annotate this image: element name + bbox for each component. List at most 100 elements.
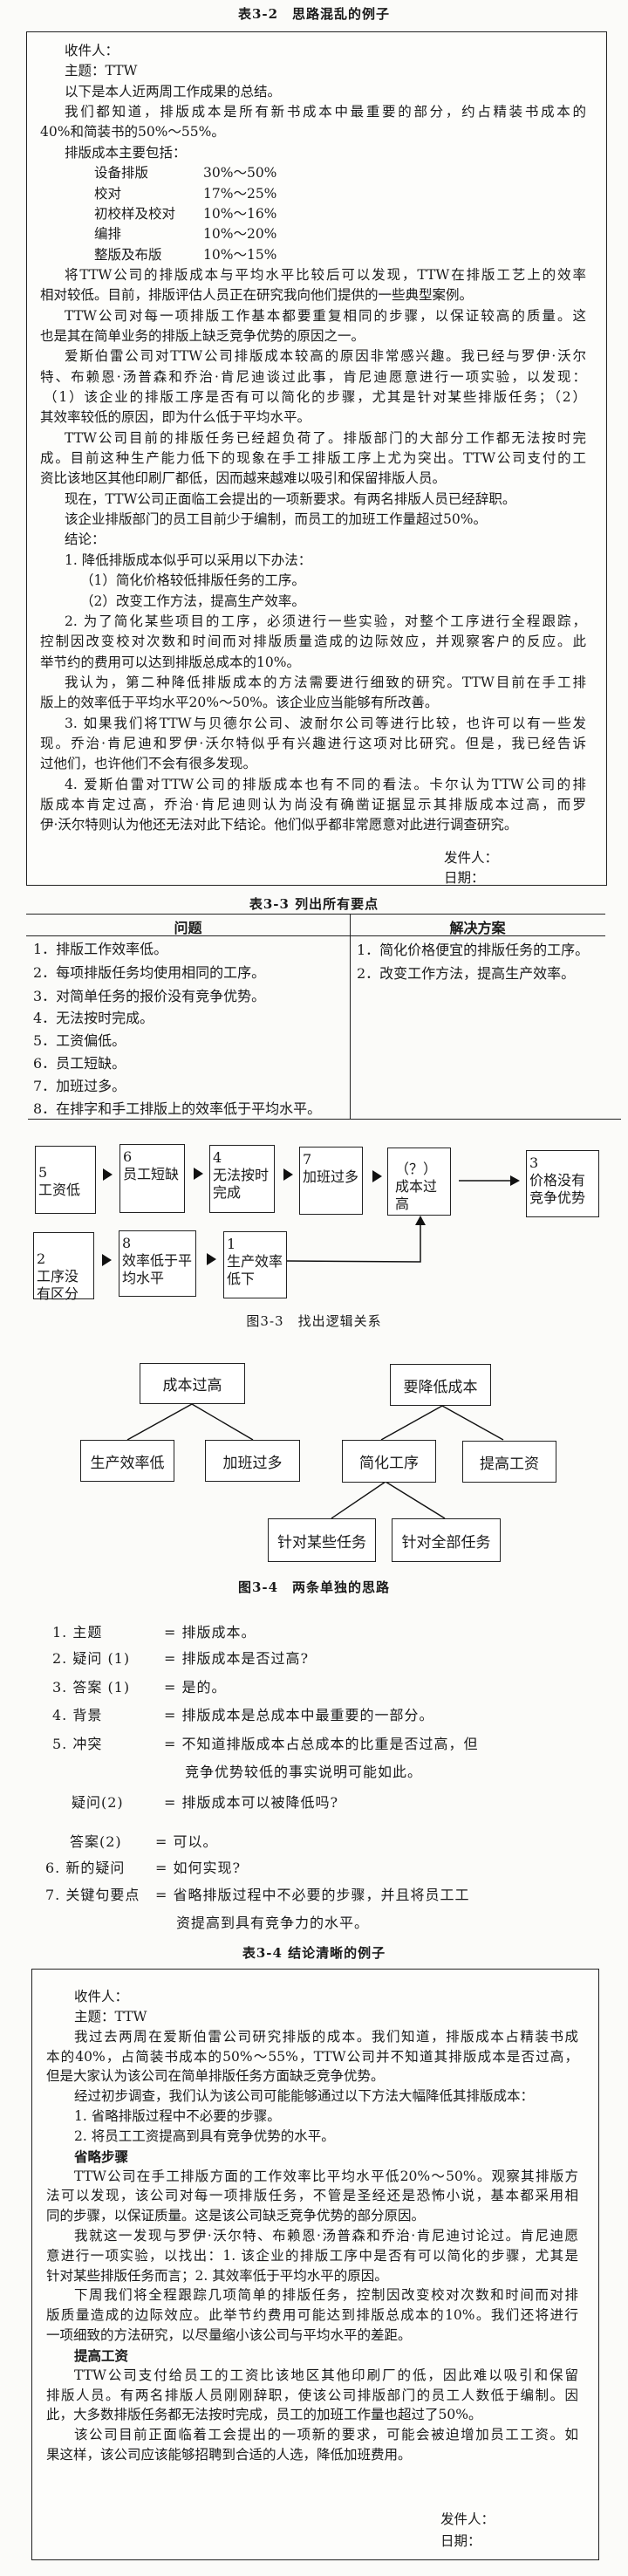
- cost-item-name: 编排: [94, 226, 122, 243]
- memo-line: 但是大家认为该公司在简单排版任务方面缺乏竞争优势。: [46, 2068, 385, 2085]
- table-3-3-caption: 表3-3 列出所有要点: [249, 896, 379, 912]
- figure-3-3-caption: 图3-3 找出逻辑关系: [246, 1313, 382, 1329]
- arrow-head-icon: [372, 1170, 382, 1182]
- memo-line: 控制因改变校对次数和时间而对排版质量造成的边际效应，并观察客户的反应。此: [40, 634, 586, 650]
- memo-line: 一项细致的方法研究，以尽量缩小该公司与平均水平的差距。: [46, 2327, 412, 2344]
- memo-line: 爱斯伯雷公司对TTW公司排版成本较高的原因非常感兴趣。我已经与罗伊·沃尔: [65, 348, 586, 365]
- table-header-solution: 解决方案: [449, 920, 506, 936]
- tree-node: 提高工资: [462, 1441, 556, 1483]
- memo-line: 资比该地区其他印刷厂都低，因而越来越难以吸引和保留排版人员。: [40, 470, 447, 487]
- memo-line: 意进行一项实验，以找出：1. 该企业的排版工序中是否有可以简化的步骤，尤其是: [46, 2247, 578, 2264]
- memo-line: 版质量造成的边际效应。此举节约费用可能达到排版总成本的10%。我们还将进行: [46, 2307, 578, 2324]
- flow-node-label: 工序没有区分: [37, 1268, 79, 1302]
- arrow-head-icon: [102, 1254, 112, 1266]
- tree-connector: [126, 1403, 193, 1441]
- tree-node: 加班过多: [205, 1440, 300, 1482]
- outline-value: = 可以。: [155, 1833, 218, 1850]
- cost-item-range: 17%～25%: [203, 185, 277, 202]
- memo-line: 主题：TTW: [74, 2008, 147, 2024]
- tree-node: 生产效率低: [80, 1440, 174, 1482]
- flow-node-number: 2: [37, 1250, 46, 1267]
- memo-line: 也是其在简单业务的排版上缺乏竞争优势的原因之一。: [40, 327, 365, 344]
- flow-node-number: 5: [38, 1164, 48, 1181]
- flow-node-label: 无法按时完成: [213, 1167, 270, 1201]
- outline-label: 6. 新的疑问: [45, 1860, 126, 1876]
- flow-node-label: 加班过多: [303, 1168, 359, 1185]
- flow-node-label: 价格没有竞争优势: [529, 1172, 586, 1206]
- outline-value: = 排版成本可以被降低吗?: [164, 1794, 339, 1811]
- memo-section-heading: 省略步骤: [74, 2148, 129, 2165]
- memo-line: 伊·沃尔特则认为他还无法对此下结论。他们似乎都非常愿意对此进行调查研究。: [40, 817, 518, 833]
- arrow-head-icon: [103, 1168, 113, 1181]
- problem-item: 1．排版工作效率低。: [33, 941, 168, 957]
- tree-connector: [380, 1405, 443, 1441]
- memo-line: 4. 爱斯伯雷对TTW公司的排版成本也有不同的看法。卡尔认为TTW公司的排: [65, 776, 586, 792]
- flow-node-number: 4: [213, 1149, 222, 1166]
- outline-value: = 省略排版过程中不必要的步骤，并且将员工工: [155, 1887, 470, 1903]
- memo-line: 主题：TTW: [65, 63, 138, 79]
- cost-item-range: 10%～20%: [203, 226, 277, 243]
- memo2-sender-label: 发件人：: [440, 2511, 495, 2527]
- outline-label: 5. 冲突: [52, 1736, 103, 1752]
- cost-item-name: 设备排版: [94, 165, 149, 182]
- cost-item-name: 初校样及校对: [94, 205, 176, 222]
- table-3-4-caption: 表3-4 结论清晰的例子: [242, 1945, 386, 1961]
- problem-item: 7．加班过多。: [33, 1078, 126, 1094]
- memo-line: TTW公司目前的排版任务已经超负荷了。排版部门的大部分工作都无法按时完: [65, 429, 586, 446]
- flow-node-label: 效率低于平均水平: [122, 1252, 193, 1286]
- table-header-problem: 问题: [174, 920, 202, 936]
- memo-line: 1. 省略排版过程中不必要的步骤。: [74, 2108, 281, 2124]
- problem-item: 5．工资偏低。: [33, 1032, 126, 1049]
- memo-clear-example: [31, 1969, 599, 2560]
- table-bottom-rule: [28, 1119, 621, 1120]
- memo-line: 2. 为了简化某些项目的工序，必须进行一些实验，对整个工序进行全程跟踪，: [65, 613, 586, 629]
- table-column-divider: [350, 914, 351, 1119]
- memo-line: TTW公司支付给员工的工资比该地区其他印刷厂的低，因此难以吸引和保留: [74, 2367, 578, 2383]
- flow-node-label: 员工短缺: [123, 1166, 180, 1182]
- outline-label: 1. 主题: [52, 1624, 103, 1641]
- cost-item-name: 整版及布版: [94, 246, 162, 263]
- table-3-2-caption: 表3-2 思路混乱的例子: [237, 6, 391, 22]
- arrow-head-icon: [415, 1216, 426, 1225]
- memo-line: 现。乔治·肯尼迪和罗伊·沃尔特似乎有兴趣进行这项对比研究。但是，我已经告诉: [40, 735, 586, 751]
- tree-node: 简化工序: [342, 1440, 436, 1483]
- flow-node-number: 3: [529, 1154, 539, 1171]
- memo-line: 此，大多数排版任务都无法按时完成，员工的加班工作量也超过了50%。: [46, 2407, 482, 2423]
- problem-item: 8．在排字和手工排版上的效率低于平均水平。: [33, 1100, 322, 1117]
- memo-line: 将TTW公司的排版成本与平均水平比较后可以发现，TTW在排版工艺上的效率: [65, 266, 586, 283]
- memo-line: （1）简化价格较低排版任务的工序。: [80, 572, 305, 589]
- memo-line: 我过去两周在爱斯伯雷公司研究排版的成本。我们知道，排版成本占精装书成: [74, 2028, 578, 2045]
- tree-connector: [441, 1405, 504, 1441]
- solution-item: 1．简化价格便宜的排版任务的工序。: [357, 942, 590, 958]
- memo-line: 成。目前这种生产能力低下的现象在手工排版工序上尤为突出。TTW公司支付的工: [40, 450, 586, 466]
- memo-line: 下周我们将全程跟踪几项简单的排版任务，控制因改变校对次数和时间而对排: [74, 2287, 578, 2304]
- memo-section-heading: 提高工资: [74, 2346, 129, 2364]
- outline-value: = 排版成本是总成本中最重要的一部分。: [164, 1707, 434, 1723]
- outline-label: 答案(2): [70, 1833, 122, 1850]
- memo-line: 2. 将员工工资提高到具有竞争优势的水平。: [74, 2127, 335, 2144]
- tree-node: 要降低成本: [390, 1364, 491, 1406]
- memo-line: 我就这一发现与罗伊·沃尔特、布赖恩·汤普森和乔治·肯尼迪讨论过。肯尼迪愿: [74, 2228, 578, 2244]
- figure-3-4-caption: 图3-4 两条单独的思路: [237, 1579, 391, 1595]
- outline-label: 7. 关键句要点: [45, 1887, 140, 1903]
- table-header-rule: [26, 935, 605, 936]
- memo-line: 针对某些排版任务而言；2. 其效率低于平均水平的原因。: [46, 2267, 388, 2284]
- memo-line: 该企业排版部门的员工目前少于编制，而员工的加班工作量超过50%。: [65, 511, 487, 528]
- memo-line: 40%和简装书的50%～55%。: [40, 124, 225, 140]
- memo-line: （1）该企业的排版工序是否有可以简化的步骤，尤其是针对某些排版任务；（2）: [44, 389, 586, 405]
- arrow-line: [286, 1222, 421, 1263]
- cost-item-range: 30%～50%: [203, 165, 277, 182]
- memo-line: 排版成本主要包括：: [65, 144, 187, 161]
- outline-value: = 不知道排版成本占总成本的比重是否过高，但: [164, 1736, 479, 1752]
- memo2-date-label: 日期：: [440, 2533, 481, 2549]
- memo-line: 版成本肯定过高，乔治·肯尼迪则认为尚没有确凿证据显示其排版成本过高，而罗: [40, 797, 586, 812]
- outline-label: 2. 疑问 (1): [52, 1650, 131, 1667]
- cost-item-name: 校对: [94, 185, 122, 202]
- memo-line: 过他们，也许他们不会有很多发现。: [40, 756, 257, 772]
